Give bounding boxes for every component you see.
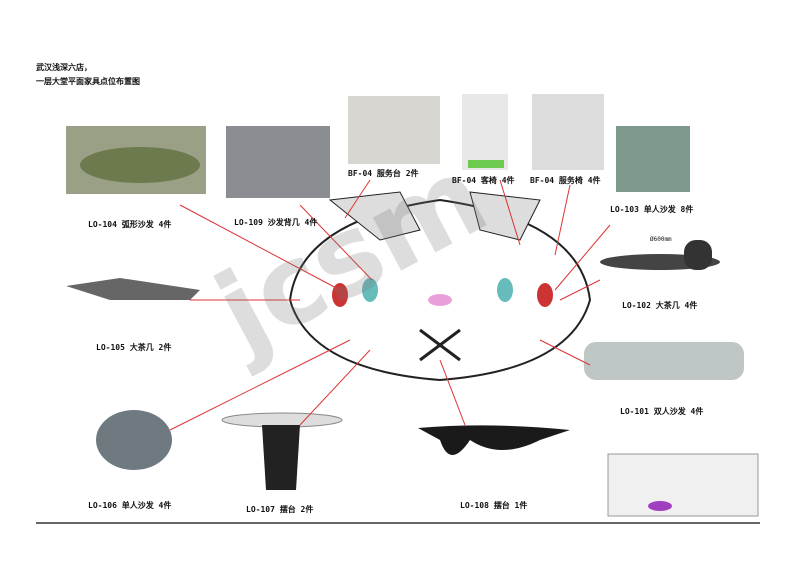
dimension-note: Ø600mm <box>650 236 672 243</box>
label-lo-101: LO-101 双人沙发 4件 <box>620 407 704 416</box>
photo-sofa-back-table <box>226 126 330 198</box>
label-lo-107: LO-107 摆台 2件 <box>246 505 314 514</box>
service-desk-left <box>328 191 421 241</box>
photo-service-chair <box>532 94 604 170</box>
photo-service-desk <box>348 96 440 164</box>
label-lo-105: LO-105 大茶几 2件 <box>96 343 172 352</box>
label-lo-103: LO-103 单人沙发 8件 <box>610 205 694 214</box>
label-bf-04-service-chair: BF-04 服务椅 4件 <box>530 176 601 185</box>
label-lo-106: LO-106 单人沙发 4件 <box>88 501 172 510</box>
photo-loveseat <box>584 342 744 380</box>
label-lo-109: LO-109 沙发背几 4件 <box>234 218 318 227</box>
key-plan <box>607 453 759 517</box>
photo-console-table <box>418 425 570 455</box>
leader-lines <box>169 179 611 431</box>
project-title: 武汉浅深六店， <box>36 63 92 72</box>
label-bf-04-guest-chair: BF-04 客椅 4件 <box>452 176 515 185</box>
label-lo-108: LO-108 摆台 1件 <box>460 501 528 510</box>
photo-coffee-table <box>66 278 200 300</box>
center-table <box>428 294 452 306</box>
arc-sofa-shape <box>80 147 200 183</box>
service-desk-right <box>469 191 541 241</box>
sheet-title: 一层大堂平面家具点位布置图 <box>36 77 140 86</box>
photo-guest-chair <box>462 94 508 170</box>
label-lo-102: LO-102 大茶几 4件 <box>622 301 698 310</box>
photo-single-sofa <box>616 126 690 192</box>
photo-side-table <box>221 412 343 428</box>
label-lo-104: LO-104 弧形沙发 4件 <box>88 220 172 229</box>
divider <box>36 522 760 524</box>
photo-lounge-chair <box>96 410 172 470</box>
label-bf-04-desk: BF-04 服务台 2件 <box>348 169 419 178</box>
